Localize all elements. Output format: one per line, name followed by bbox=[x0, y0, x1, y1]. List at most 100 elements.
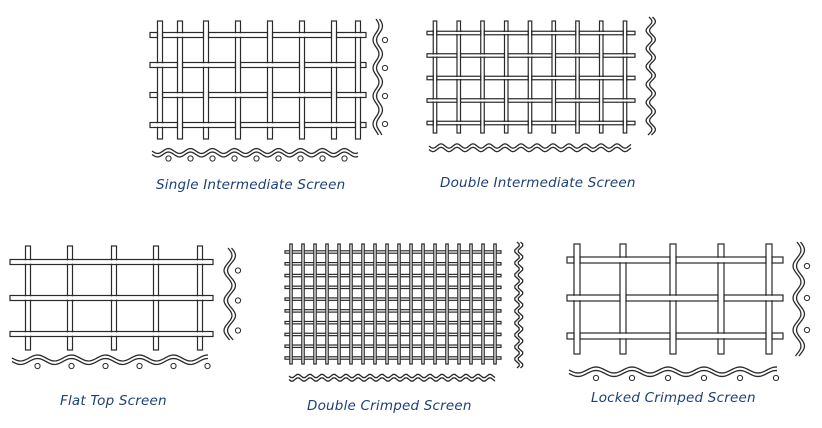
wire-section-circle bbox=[234, 327, 242, 334]
wire-section-circle bbox=[187, 155, 194, 162]
crossing-cover bbox=[479, 54, 486, 57]
right-side-crimped-wire-profile-edge bbox=[375, 18, 384, 136]
crossing-cover bbox=[298, 33, 306, 37]
crossing-cover bbox=[622, 99, 628, 102]
crossing-cover bbox=[527, 99, 533, 102]
bottom-crimped-wire-profile-edge bbox=[151, 151, 359, 158]
bottom-crimped-wire-profile bbox=[151, 147, 359, 155]
bottom-crimped-wire-profile-edge bbox=[428, 146, 632, 153]
crossing-cover bbox=[529, 30, 531, 36]
crossing-cover bbox=[354, 93, 362, 97]
crossing-cover bbox=[479, 99, 486, 102]
horizontal-wire bbox=[284, 320, 502, 325]
crossing-cover bbox=[456, 32, 462, 34]
crossing-cover bbox=[66, 332, 74, 336]
crossing-cover bbox=[503, 32, 509, 34]
crossing-cover bbox=[669, 295, 677, 301]
wire-section-circle bbox=[204, 362, 211, 370]
wire-section-circle bbox=[381, 36, 389, 44]
horizontal-wire bbox=[284, 261, 502, 266]
crossing-cover bbox=[24, 296, 32, 300]
crossing-cover bbox=[332, 31, 336, 39]
right-side-crimped-wire-profile bbox=[792, 241, 802, 357]
crossing-cover bbox=[574, 99, 581, 102]
vertical-wire bbox=[176, 20, 184, 140]
crossing-cover bbox=[481, 30, 484, 36]
crossing-cover bbox=[152, 332, 160, 336]
crossing-cover bbox=[158, 91, 162, 99]
crossing-cover bbox=[300, 61, 304, 69]
crossing-cover bbox=[503, 77, 509, 79]
vertical-wire bbox=[493, 243, 497, 365]
vertical-wire bbox=[433, 243, 437, 365]
crossing-cover bbox=[624, 75, 626, 81]
vertical-wire bbox=[503, 20, 509, 134]
right-side-crimped-wire-profile-edge bbox=[226, 247, 237, 341]
horizontal-wire bbox=[284, 297, 502, 301]
crossing-cover bbox=[156, 123, 164, 127]
crossing-cover bbox=[176, 33, 184, 37]
wire-section-circle bbox=[803, 294, 811, 302]
crossing-cover bbox=[156, 63, 164, 67]
wire-section-circle bbox=[165, 155, 172, 162]
vertical-wire bbox=[234, 20, 242, 140]
crossing-cover bbox=[434, 120, 436, 126]
vertical-wire bbox=[337, 243, 341, 365]
caption-double-intermediate: Double Intermediate Screen bbox=[440, 175, 636, 191]
wire-section-circle bbox=[592, 374, 600, 382]
vertical-wire bbox=[421, 243, 425, 365]
wire-section-circle bbox=[68, 362, 75, 370]
wire-section-circle bbox=[664, 374, 672, 382]
vertical-wire bbox=[397, 243, 401, 365]
wire-section-circle bbox=[772, 374, 780, 382]
crossing-cover bbox=[574, 256, 580, 264]
vertical-wire bbox=[330, 20, 338, 140]
crossing-cover bbox=[66, 296, 74, 300]
crossing-cover bbox=[456, 77, 462, 79]
vertical-wire bbox=[373, 243, 377, 365]
panel-double-intermediate bbox=[425, 15, 665, 160]
crossing-cover bbox=[574, 332, 580, 340]
crossing-cover bbox=[766, 332, 772, 340]
right-side-crimped-wire-profile bbox=[514, 241, 520, 369]
bottom-crimped-wire-profile bbox=[428, 143, 632, 149]
crossing-cover bbox=[598, 77, 604, 79]
double-crimped-mesh-diagram bbox=[284, 241, 524, 382]
crossing-cover bbox=[529, 75, 531, 81]
crossing-cover bbox=[576, 75, 579, 81]
crossing-cover bbox=[158, 31, 162, 39]
wire-section-circle bbox=[275, 155, 282, 162]
crossing-cover bbox=[110, 260, 118, 264]
crossing-cover bbox=[178, 121, 182, 129]
crossing-cover bbox=[236, 121, 240, 129]
crossing-cover bbox=[551, 122, 557, 124]
crossing-cover bbox=[266, 63, 274, 67]
crossing-cover bbox=[330, 63, 338, 67]
crossing-cover bbox=[176, 93, 184, 97]
horizontal-wire bbox=[149, 121, 367, 129]
bottom-crimped-wire-profile bbox=[568, 366, 777, 374]
wire-section-circle bbox=[803, 326, 811, 334]
crossing-cover bbox=[766, 256, 772, 264]
caption-double-crimped: Double Crimped Screen bbox=[307, 398, 472, 414]
wire-section-circle bbox=[231, 155, 238, 162]
crossing-cover bbox=[268, 91, 272, 99]
bottom-crimped-wire-profile-edge bbox=[11, 357, 209, 366]
right-side-crimped-wire-profile-edge bbox=[517, 241, 524, 369]
panel-single-intermediate bbox=[148, 15, 389, 165]
crossing-cover bbox=[670, 256, 676, 264]
crossing-cover bbox=[356, 121, 360, 129]
vertical-wire bbox=[445, 243, 449, 365]
crossing-cover bbox=[196, 260, 204, 264]
wire-section-circle bbox=[170, 362, 177, 370]
crossing-cover bbox=[573, 295, 581, 301]
crossing-cover bbox=[178, 61, 182, 69]
crossing-cover bbox=[598, 122, 604, 124]
crossing-cover bbox=[624, 120, 626, 126]
wire-section-circle bbox=[319, 155, 326, 162]
vertical-wire bbox=[456, 20, 462, 134]
crossing-cover bbox=[552, 97, 555, 104]
crossing-cover bbox=[600, 52, 603, 59]
crossing-cover bbox=[598, 32, 604, 34]
vertical-wire bbox=[266, 20, 274, 140]
